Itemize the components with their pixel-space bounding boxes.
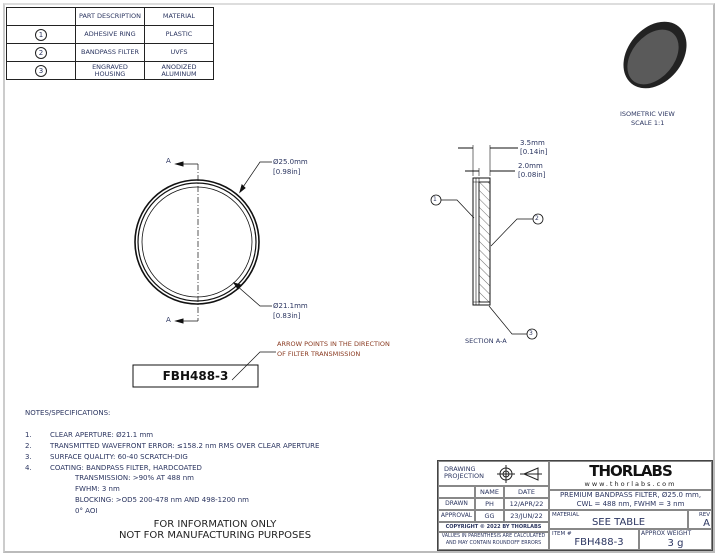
disclaimer-line-1: FOR INFORMATION ONLY [153,519,277,530]
filter-thickness-in: [0.08in] [518,171,546,179]
projection-symbol-icon [497,465,542,483]
outer-diameter-mm: Ø25.0mm [273,158,308,166]
description-line-2: CWL = 488 nm, FWHM = 3 nm [576,500,685,508]
callout-1: 1 [35,28,47,41]
iso-view-label: ISOMETRIC VIEW [620,110,675,118]
section-label-a-bottom: A [166,316,171,324]
callout-2: 2 [35,46,47,59]
note-text: SURFACE QUALITY: 60-40 SCRATCH-DIG [50,453,188,461]
note-number: 4. [25,464,32,472]
notes-title: NOTES/SPECIFICATIONS: [25,409,111,417]
section-callout-2: 2 [535,215,539,222]
part-material: ANODIZED ALUMINUM [144,61,214,80]
section-callout-3: 3 [529,330,533,337]
approval-label: APPROVAL [438,510,475,522]
front-view [132,161,276,388]
drawn-date: 12/APR/22 [504,498,549,510]
name-header: NAME [475,486,504,498]
inner-diameter-mm: Ø21.1mm [273,302,308,310]
sheet-border [3,3,715,553]
rev-header: REV [698,512,710,518]
material-header: MATERIAL [552,512,580,518]
values-note-1: VALUES IN PARENTHESIS ARE CALCULATED [441,534,546,539]
drawn-label: DRAWN [438,498,475,510]
note-sub: 0° AOI [75,507,98,515]
date-header: DATE [504,486,549,498]
section-view [430,145,544,340]
thorlabs-logo: THORLABS [589,462,673,480]
item-header: ITEM # [552,531,572,537]
note-number: 1. [25,431,32,439]
note-text: COATING: BANDPASS FILTER, HARDCOATED [50,464,202,472]
drawn-name: PH [475,498,504,510]
note-sub: BLOCKING: >OD5 200-478 nm AND 498-1200 n… [75,496,249,504]
rev-value: A [703,518,710,529]
description-line-1: PREMIUM BANDPASS FILTER, Ø25.0 mm, [559,491,702,499]
values-note-2: AND MAY CONTAIN ROUNDOFF ERRORS [445,541,542,546]
iso-scale-label: SCALE 1:1 [631,119,665,127]
weight-header: APPROX WEIGHT [641,530,692,537]
website: www.thorlabs.com [584,480,677,488]
section-callout-1: 1 [433,196,437,203]
isometric-view [623,21,687,89]
projection-label: DRAWING PROJECTION [444,465,484,480]
note-number: 3. [25,453,32,461]
inner-diameter-in: [0.83in] [273,312,301,320]
note-text: TRANSMITTED WAVEFRONT ERROR: ≤158.2 nm R… [50,442,320,450]
arrow-note-1: ARROW POINTS IN THE DIRECTION [277,340,390,348]
thickness-mm: 3.5mm [520,139,545,147]
engraving-text: FBH488-3 [162,369,229,383]
section-label: SECTION A-A [465,337,507,345]
arrow-note-2: OF FILTER TRANSMISSION [277,350,361,358]
note-number: 2. [25,442,32,450]
note-text: CLEAR APERTURE: Ø21.1 mm [50,431,154,439]
outer-diameter-in: [0.98in] [273,168,301,176]
disclaimer-line-2: NOT FOR MANUFACTURING PURPOSES [118,530,312,541]
note-sub: TRANSMISSION: >90% AT 488 nm [75,474,194,482]
title-block: DRAWING PROJECTION NAME DATE DRAWN PH 12… [437,460,713,551]
thickness-in: [0.14in] [520,148,548,156]
copyright: COPYRIGHT © 2022 BY THORLABS [438,522,549,532]
approval-date: 23/JUN/22 [504,510,549,522]
note-sub: FWHM: 3 nm [75,485,120,493]
item-number: FBH488-3 [574,537,624,548]
callout-3: 3 [35,64,47,77]
approval-name: GG [475,510,504,522]
filter-thickness-mm: 2.0mm [518,162,543,170]
weight-value: 3 g [667,538,684,549]
section-label-a-top: A [166,157,171,165]
material-value: SEE TABLE [591,517,646,528]
